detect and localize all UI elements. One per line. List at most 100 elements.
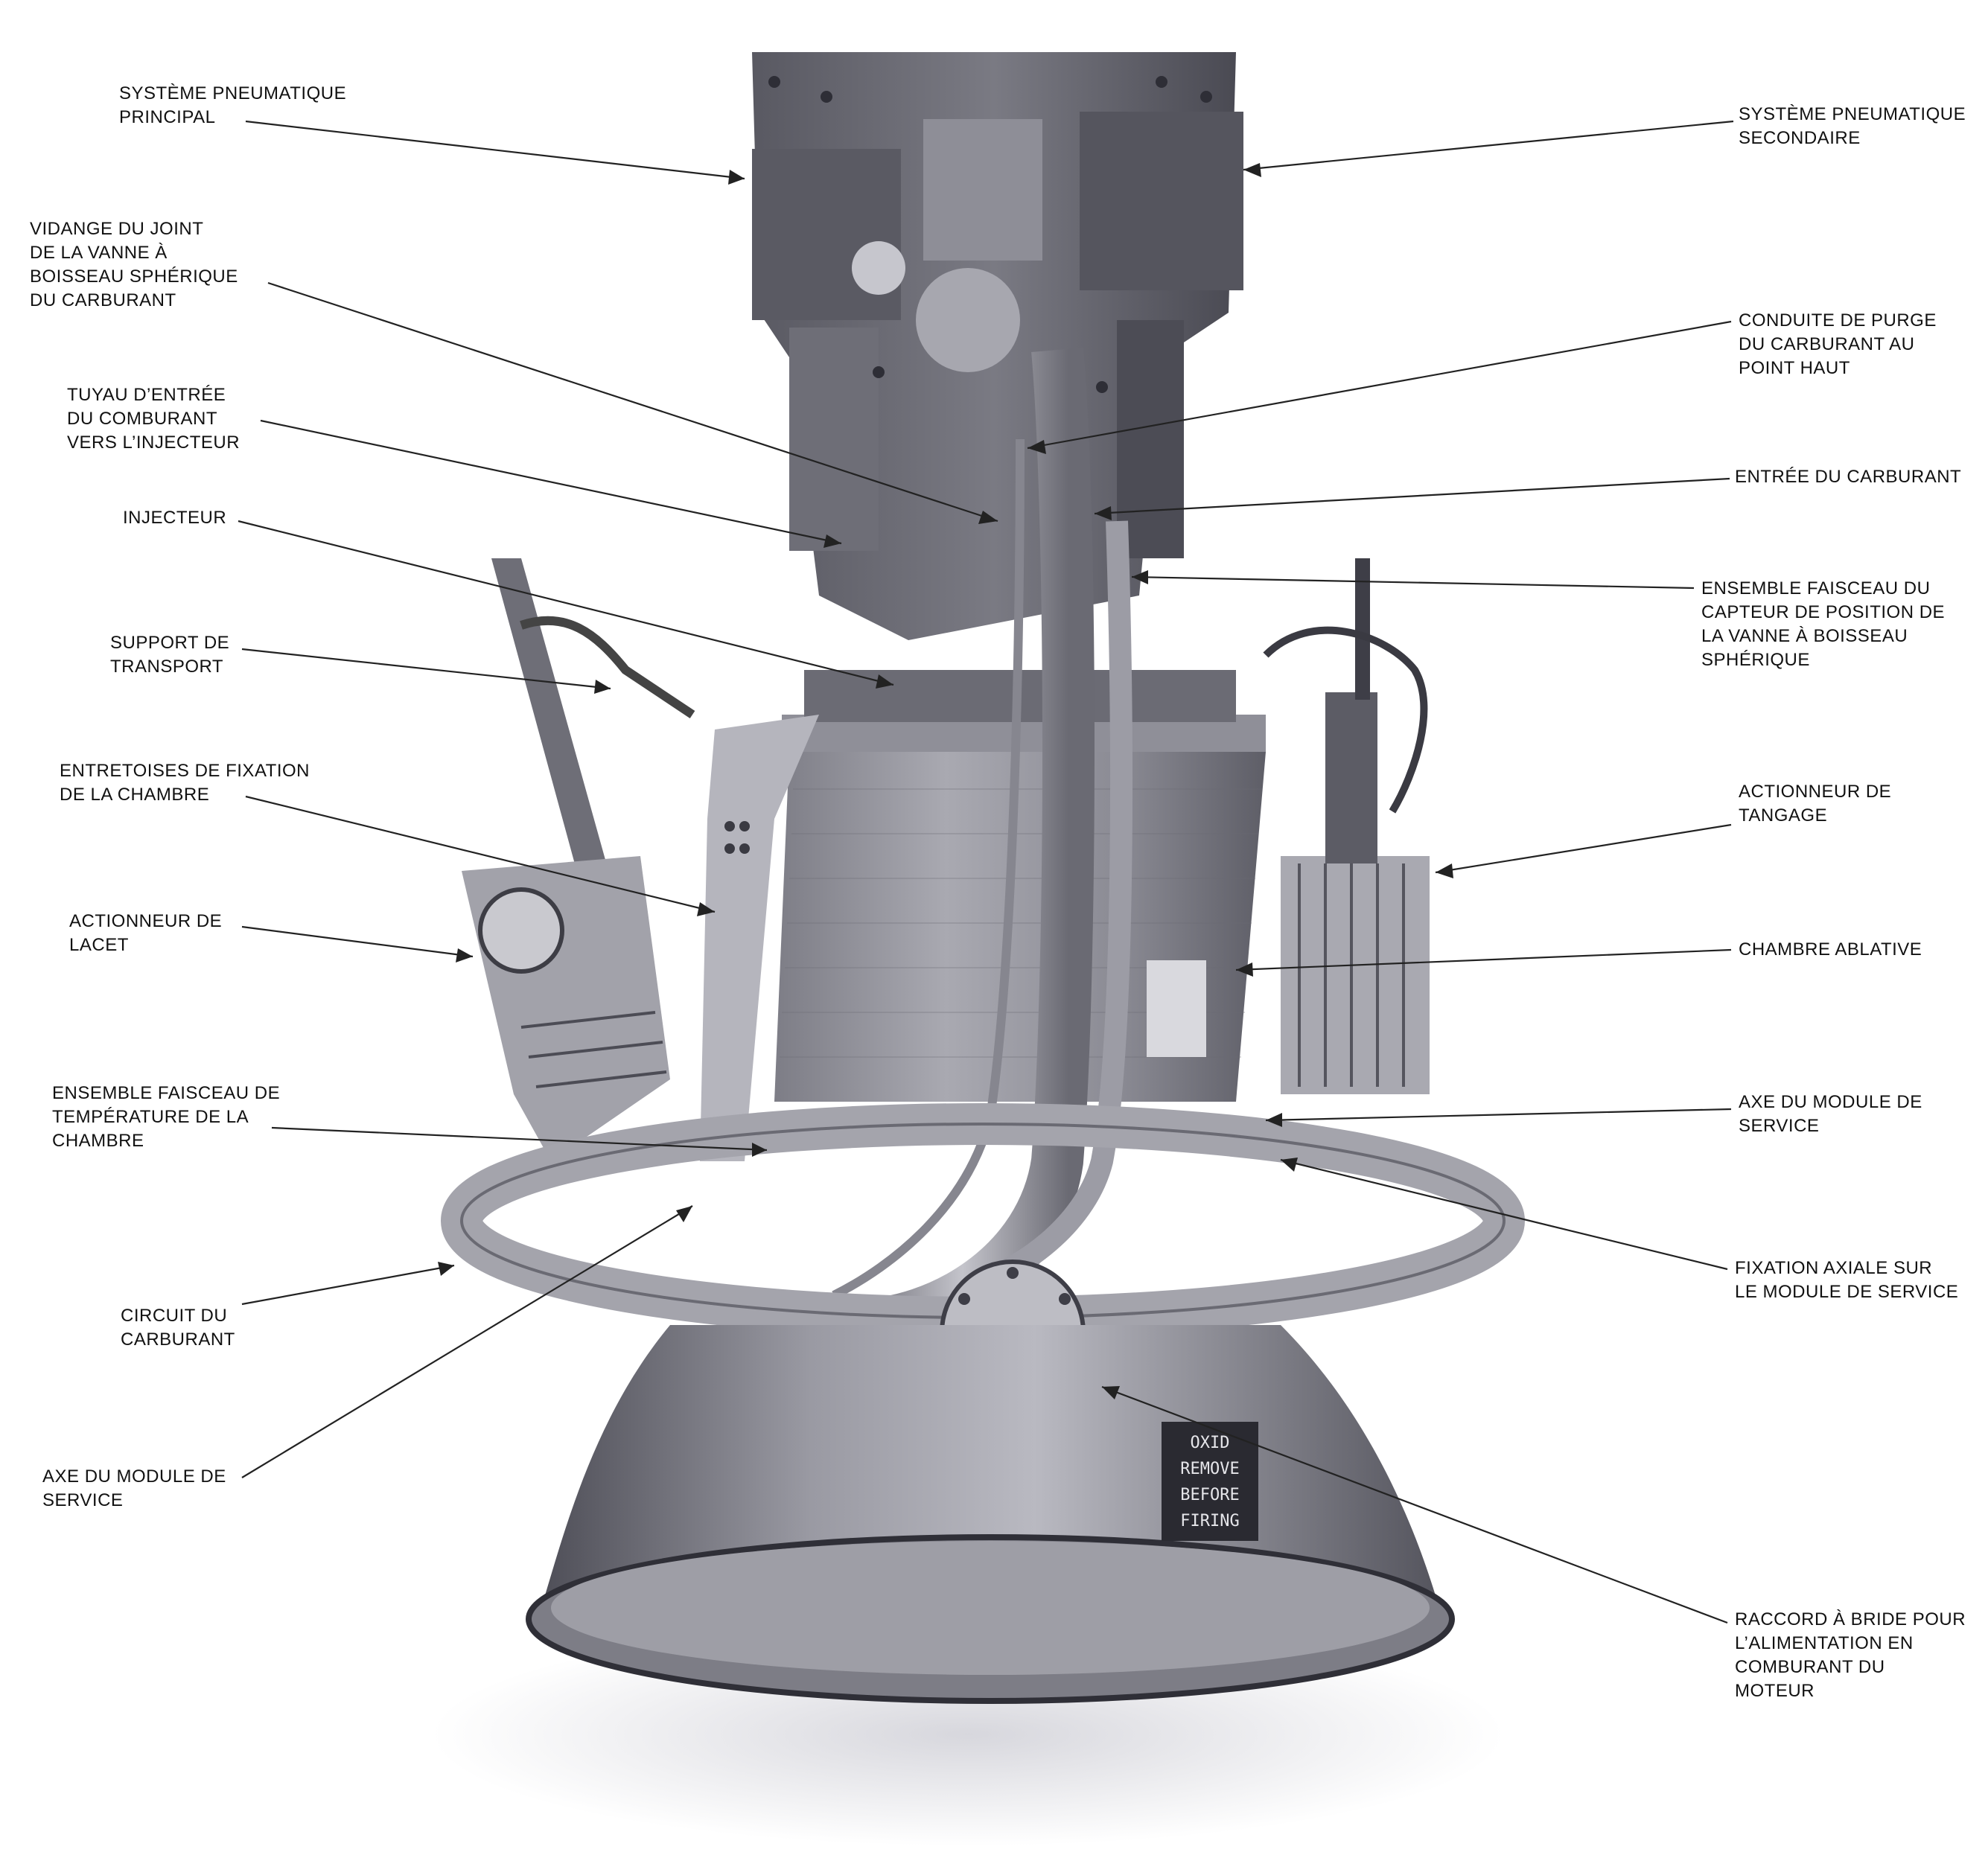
label-line: DU CARBURANT AU bbox=[1739, 334, 1915, 354]
label-line: SYSTÈME PNEUMATIQUE bbox=[1739, 104, 1966, 124]
label-axe-module-droite: AXE DU MODULE DE SERVICE bbox=[1739, 1091, 1922, 1138]
label-line: SYSTÈME PNEUMATIQUE bbox=[119, 83, 347, 103]
label-line: RACCORD À BRIDE POUR bbox=[1735, 1609, 1966, 1629]
label-line: FIXATION AXIALE SUR bbox=[1735, 1258, 1933, 1278]
label-vidange-joint: VIDANGE DU JOINT DE LA VANNE À BOISSEAU … bbox=[30, 217, 238, 313]
label-line: PRINCIPAL bbox=[119, 107, 216, 127]
label-line: LE MODULE DE SERVICE bbox=[1735, 1282, 1959, 1302]
ablative-chamber bbox=[774, 752, 1266, 1102]
placard-line-1: OXID bbox=[1191, 1434, 1230, 1452]
leader-tuyau-entree bbox=[260, 419, 842, 545]
chamber-nameplate bbox=[1147, 960, 1206, 1057]
yaw-actuator-ribs bbox=[520, 1011, 667, 1088]
label-line: SERVICE bbox=[42, 1490, 124, 1510]
label-line: DE LA CHAMBRE bbox=[60, 785, 210, 805]
leader-arrowheads bbox=[438, 163, 1453, 1399]
warning-placard bbox=[1162, 1422, 1258, 1541]
label-line: TEMPÉRATURE DE LA bbox=[52, 1107, 249, 1127]
label-raccord-bride: RACCORD À BRIDE POUR L’ALIMENTATION EN C… bbox=[1735, 1608, 1966, 1703]
label-axe-module-gauche: AXE DU MODULE DE SERVICE bbox=[42, 1465, 226, 1513]
label-line: ACTIONNEUR DE bbox=[1739, 782, 1892, 802]
label-line: SPHÉRIQUE bbox=[1701, 650, 1810, 670]
valve-bracket-right bbox=[1117, 320, 1184, 558]
leader-faisceau-temperature bbox=[271, 1126, 768, 1152]
label-line: LACET bbox=[69, 935, 129, 955]
valve-body-center bbox=[923, 119, 1042, 261]
label-line: AXE DU MODULE DE bbox=[1739, 1092, 1922, 1112]
leader-conduite-purge bbox=[1027, 320, 1732, 450]
label-line: CHAMBRE ABLATIVE bbox=[1739, 939, 1922, 960]
pneumatic-module-right bbox=[1080, 112, 1243, 290]
transport-support-cable bbox=[520, 616, 695, 718]
placard-line-2: REMOVE bbox=[1180, 1460, 1239, 1478]
label-line: LA VANNE À BOISSEAU bbox=[1701, 626, 1908, 646]
label-line: TRANSPORT bbox=[110, 657, 224, 677]
label-line: MOTEUR bbox=[1735, 1681, 1815, 1701]
label-entretoises: ENTRETOISES DE FIXATION DE LA CHAMBRE bbox=[60, 759, 310, 807]
yaw-actuator-end-fitting bbox=[478, 887, 564, 974]
label-chambre-ablative: CHAMBRE ABLATIVE bbox=[1739, 938, 1922, 962]
label-line: L’ALIMENTATION EN bbox=[1735, 1633, 1914, 1653]
label-support-transport: SUPPORT DE TRANSPORT bbox=[110, 631, 229, 679]
leader-fixation-axiale bbox=[1280, 1158, 1728, 1271]
label-line: VERS L’INJECTEUR bbox=[67, 432, 240, 453]
label-line: TUYAU D’ENTRÉE bbox=[67, 385, 226, 405]
label-conduite-purge: CONDUITE DE PURGE DU CARBURANT AU POINT … bbox=[1739, 309, 1937, 380]
transport-support bbox=[491, 558, 611, 886]
label-line: AXE DU MODULE DE bbox=[42, 1466, 226, 1487]
leader-raccord-bride bbox=[1101, 1385, 1728, 1624]
label-line: ENSEMBLE FAISCEAU DE bbox=[52, 1083, 281, 1103]
label-line: CAPTEUR DE POSITION DE bbox=[1701, 602, 1946, 622]
leader-pneumatique-principal bbox=[245, 120, 745, 180]
leader-chambre-ablative bbox=[1235, 948, 1732, 971]
leader-entree-carburant bbox=[1094, 477, 1730, 515]
label-line: ENTRÉE DU CARBURANT bbox=[1735, 467, 1962, 487]
leader-support-transport bbox=[241, 648, 611, 690]
leader-axe-module-gauche bbox=[241, 1205, 693, 1478]
label-line: VIDANGE DU JOINT bbox=[30, 219, 204, 239]
label-line: SERVICE bbox=[1739, 1116, 1820, 1136]
label-actionneur-tangage: ACTIONNEUR DE TANGAGE bbox=[1739, 780, 1891, 828]
label-line: ACTIONNEUR DE bbox=[69, 911, 223, 931]
label-actionneur-lacet: ACTIONNEUR DE LACET bbox=[69, 910, 222, 957]
label-line: BOISSEAU SPHÉRIQUE bbox=[30, 266, 238, 287]
label-entree-carburant: ENTRÉE DU CARBURANT bbox=[1735, 465, 1961, 489]
label-faisceau-capteur: ENSEMBLE FAISCEAU DU CAPTEUR DE POSITION… bbox=[1701, 577, 1945, 672]
label-line: CONDUITE DE PURGE bbox=[1739, 310, 1937, 331]
leader-actionneur-tangage bbox=[1435, 823, 1732, 874]
pitch-actuator-rod bbox=[1325, 692, 1377, 863]
leader-entretoises bbox=[245, 795, 716, 913]
leader-pneumatique-secondaire bbox=[1243, 120, 1734, 171]
engine-illustration: OXID REMOVE BEFORE FIRING bbox=[432, 52, 1525, 1846]
label-line: CIRCUIT DU bbox=[121, 1306, 228, 1326]
label-line: POINT HAUT bbox=[1739, 358, 1850, 378]
valve-bolts bbox=[768, 76, 1212, 393]
label-faisceau-temperature: ENSEMBLE FAISCEAU DE TEMPÉRATURE DE LA C… bbox=[52, 1082, 280, 1153]
label-line: INJECTEUR bbox=[123, 508, 227, 528]
label-line: DU COMBURANT bbox=[67, 409, 217, 429]
label-line: ENTRETOISES DE FIXATION bbox=[60, 761, 310, 781]
placard-line-3: BEFORE bbox=[1180, 1486, 1239, 1504]
label-pneumatique-principal: SYSTÈME PNEUMATIQUE PRINCIPAL bbox=[119, 82, 346, 130]
nozzle-exit-face bbox=[551, 1541, 1430, 1675]
label-line: SECONDAIRE bbox=[1739, 128, 1861, 148]
label-tuyau-entree: TUYAU D’ENTRÉE DU COMBURANT VERS L’INJEC… bbox=[67, 383, 240, 455]
placard-line-4: FIRING bbox=[1180, 1512, 1239, 1530]
label-line: CHAMBRE bbox=[52, 1131, 144, 1151]
chamber-wrap-lines bbox=[780, 788, 1262, 1058]
pneumatic-fitting bbox=[852, 241, 905, 295]
pitch-actuator-cable bbox=[1263, 626, 1428, 814]
leader-actionneur-lacet bbox=[241, 925, 474, 958]
label-fixation-axiale: FIXATION AXIALE SUR LE MODULE DE SERVICE bbox=[1735, 1257, 1958, 1304]
label-injecteur: INJECTEUR bbox=[123, 506, 226, 530]
leader-faisceau-capteur bbox=[1131, 575, 1695, 590]
label-pneumatique-secondaire: SYSTÈME PNEUMATIQUE SECONDAIRE bbox=[1739, 103, 1966, 150]
leader-lines bbox=[238, 120, 1734, 1624]
pitch-actuator-ribs bbox=[1298, 863, 1405, 1087]
label-line: TANGAGE bbox=[1739, 805, 1828, 826]
pitch-actuator bbox=[1281, 856, 1430, 1094]
pitch-actuator-post bbox=[1355, 558, 1370, 700]
label-circuit-carburant: CIRCUIT DU CARBURANT bbox=[121, 1304, 235, 1352]
label-line: DU CARBURANT bbox=[30, 290, 176, 310]
leader-circuit-carburant bbox=[241, 1264, 455, 1306]
